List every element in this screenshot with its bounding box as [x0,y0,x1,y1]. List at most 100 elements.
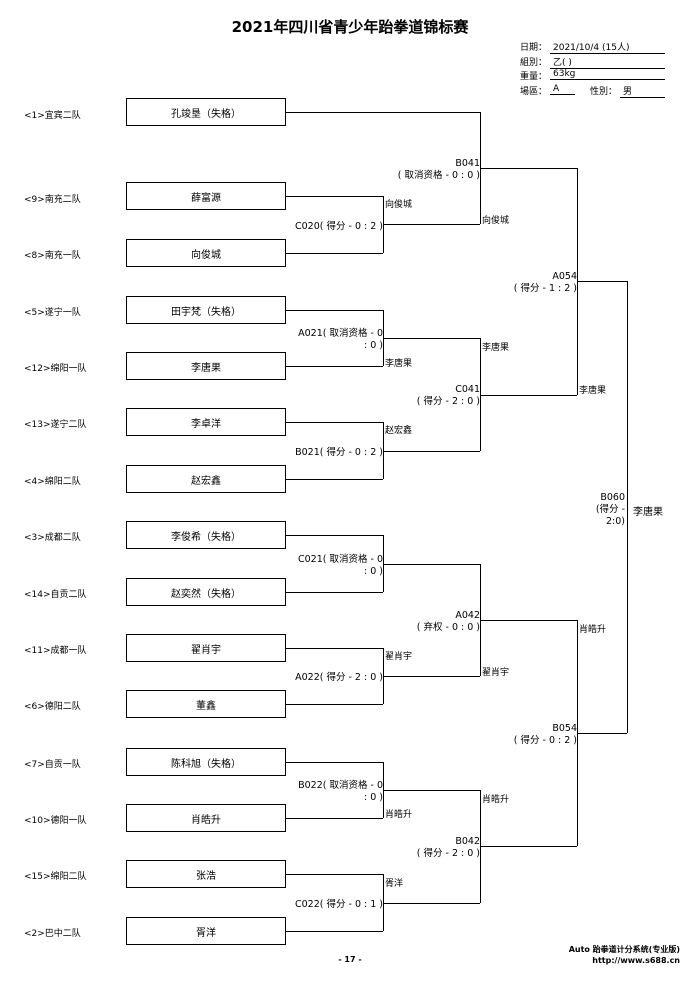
winner-label: 李唐果 [385,359,413,369]
date-label: 日期： [520,43,548,53]
team-label: <6>德阳二队 [24,702,81,712]
match-label: C020( 得分 - 0 : 2 ) [294,221,383,232]
player-box: 薛富源 [126,182,286,210]
bracket-line [383,224,480,225]
match-label: A054 [552,271,577,282]
team-label: <11>成都一队 [24,646,87,656]
bracket-line [286,310,383,311]
bracket-line [286,196,383,197]
bracket-line [383,564,480,565]
bracket-line [286,592,383,593]
match-label: ( 得分 - 2 : 0 ) [416,396,480,407]
winner-label: 李唐果 [482,343,510,353]
bracket-line [383,790,480,791]
match-label: A042 [455,610,480,621]
bracket-line [286,253,383,254]
venue-label: 場區： [520,87,548,97]
match-label: ( 弃权 - 0 : 0 ) [416,622,480,633]
footer-brand: Auto 跆拳道计分系统(专业版) [568,945,680,954]
bracket-line [480,168,577,169]
team-label: <14>自贡二队 [24,590,87,600]
player-box: 翟肖宇 [126,634,286,662]
bracket-line [286,762,383,763]
player-box: 胥洋 [126,917,286,945]
match-label: ( 得分 - 2 : 0 ) [416,848,480,859]
bracket-line [480,846,577,847]
bracket-line [286,535,383,536]
page-title: 2021年四川省青少年跆拳道锦标赛 [231,18,469,36]
match-label: C041 [455,384,480,395]
footer-url: http://www.s688.cn [592,956,680,965]
bracket-line [627,281,628,733]
match-label: A022( 得分 - 2 : 0 ) [295,672,383,683]
winner-label: 赵宏鑫 [385,426,413,436]
player-box: 李俊希（失格） [126,521,286,549]
bracket-line [383,903,480,904]
bracket-line [480,395,577,396]
bracket-line [286,818,383,819]
match-label: B021( 得分 - 0 : 2 ) [295,447,383,458]
player-box: 陈科旭（失格） [126,748,286,776]
match-label: C022( 得分 - 0 : 1 ) [294,899,383,910]
player-box: 李唐果 [126,352,286,380]
team-label: <15>绵阳二队 [24,872,87,882]
match-label: B060 [600,492,625,503]
match-label: B041 [455,158,480,169]
bracket-line [383,535,384,592]
team-label: <1>宜宾二队 [24,111,81,121]
match-label: 2:0) [606,516,625,527]
match-label: A021( 取消资格 - 0 [298,328,383,339]
bracket-line [577,281,627,282]
bracket-line [286,112,480,113]
match-label: ( 取消资格 - 0 : 0 ) [397,170,480,181]
winner-label: 向俊城 [385,200,413,210]
match-label: B042 [455,836,480,847]
team-label: <7>自贡一队 [24,760,81,770]
bracket-line [383,338,480,339]
match-label: (得分 - [595,504,625,515]
bracket-line [286,648,383,649]
match-label: B022( 取消资格 - 0 [298,780,383,791]
team-label: <3>成都二队 [24,533,81,543]
team-label: <4>绵阳二队 [24,477,81,487]
bracket-line [480,620,577,621]
weight-value: 63kg [550,69,665,80]
bracket-line [286,874,383,875]
match-label: : 0 ) [364,566,383,577]
player-box: 肖皓升 [126,804,286,832]
weight-label: 重量： [520,72,548,82]
player-box: 田宇梵（失格） [126,296,286,324]
group-value: 乙( ) [550,55,665,69]
bracket-line [286,704,383,705]
date-value: 2021/10/4 (15人) [550,40,665,54]
winner-label: 向俊城 [482,216,510,226]
page-number: - 17 - [338,955,362,964]
team-label: <5>遂宁一队 [24,308,81,318]
winner-label: 翟肖宇 [385,652,413,662]
bracket-line [383,422,384,479]
match-label: : 0 ) [364,792,383,803]
group-label: 組別： [520,58,548,68]
gender-label: 性別： [590,87,618,97]
team-label: <13>遂宁二队 [24,420,87,430]
bracket-line [383,451,480,452]
winner-label: 李唐果 [579,386,607,396]
match-label: ( 得分 - 1 : 2 ) [513,283,577,294]
winner-label: 肖皓升 [482,795,510,805]
winner-label: 胥洋 [385,879,404,889]
match-label: B054 [552,723,577,734]
player-box: 孔竣垦（失格） [126,98,286,126]
player-box: 赵奕然（失格） [126,578,286,606]
team-label: <12>绵阳一队 [24,364,87,374]
bracket-line [383,874,384,931]
player-box: 董鑫 [126,690,286,718]
champion-label: 李唐果 [633,507,663,518]
match-label: ( 得分 - 0 : 2 ) [513,735,577,746]
bracket-line [286,479,383,480]
gender-value: 男 [620,84,665,98]
bracket-line [577,733,627,734]
team-label: <8>南充一队 [24,251,81,261]
venue-value: A [550,84,575,95]
player-box: 向俊城 [126,239,286,267]
bracket-line [286,422,383,423]
